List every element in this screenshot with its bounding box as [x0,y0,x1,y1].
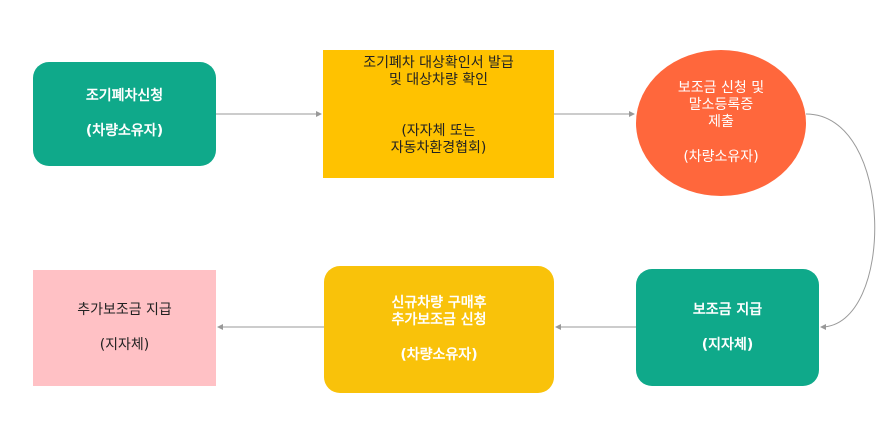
node-additional-subsidy-payment: 추가보조금 지급 (지자체) [33,270,216,386]
node-n5-line-1: 신규차량 구매후 [391,295,487,311]
node-n5-line-2: 추가보조금 신청 [391,312,487,328]
node-subsidy-application: 보조금 신청 및 말소등록증 제출 (차량소유자) [636,50,806,196]
node-n3-line-3: 제출 [708,114,734,130]
node-n3-line-4: (차량소유자) [683,149,759,165]
node-n5-line-3: (차량소유자) [400,347,478,363]
node-n6-line-2: (지자체) [99,337,150,353]
node-n2-line-3: (자자체 또는 [401,123,476,139]
node-certificate-issuance: 조기폐차 대상확인서 발급 및 대상차량 확인 (자자체 또는 자동차환경협회) [323,50,554,178]
node-early-scrap-application: 조기폐차신청 (차량소유자) [33,62,216,166]
node-n6-line-1: 추가보조금 지급 [77,302,172,318]
node-n3-line-1: 보조금 신청 및 [677,80,765,96]
node-n2-line-2: 및 대상차량 확인 [388,72,489,88]
node-n4-line-1: 보조금 지급 [692,301,763,318]
node-n2-line-4: 자동차환경협회) [390,140,487,156]
node-n1-line-1: 조기폐차신청 [85,88,164,104]
node-n4-line-2: (지자체) [701,336,754,353]
connector-n3-n4 [805,113,876,330]
node-n1-line-2: (차량소유자) [85,123,164,139]
node-n3-line-2: 말소등록증 [688,97,754,113]
node-n2-line-1: 조기폐차 대상확인서 발급 [363,55,514,71]
node-new-car-additional-application: 신규차량 구매후 추가보조금 신청 (차량소유자) [324,266,554,393]
node-subsidy-payment: 보조금 지급 (지자체) [636,269,819,386]
